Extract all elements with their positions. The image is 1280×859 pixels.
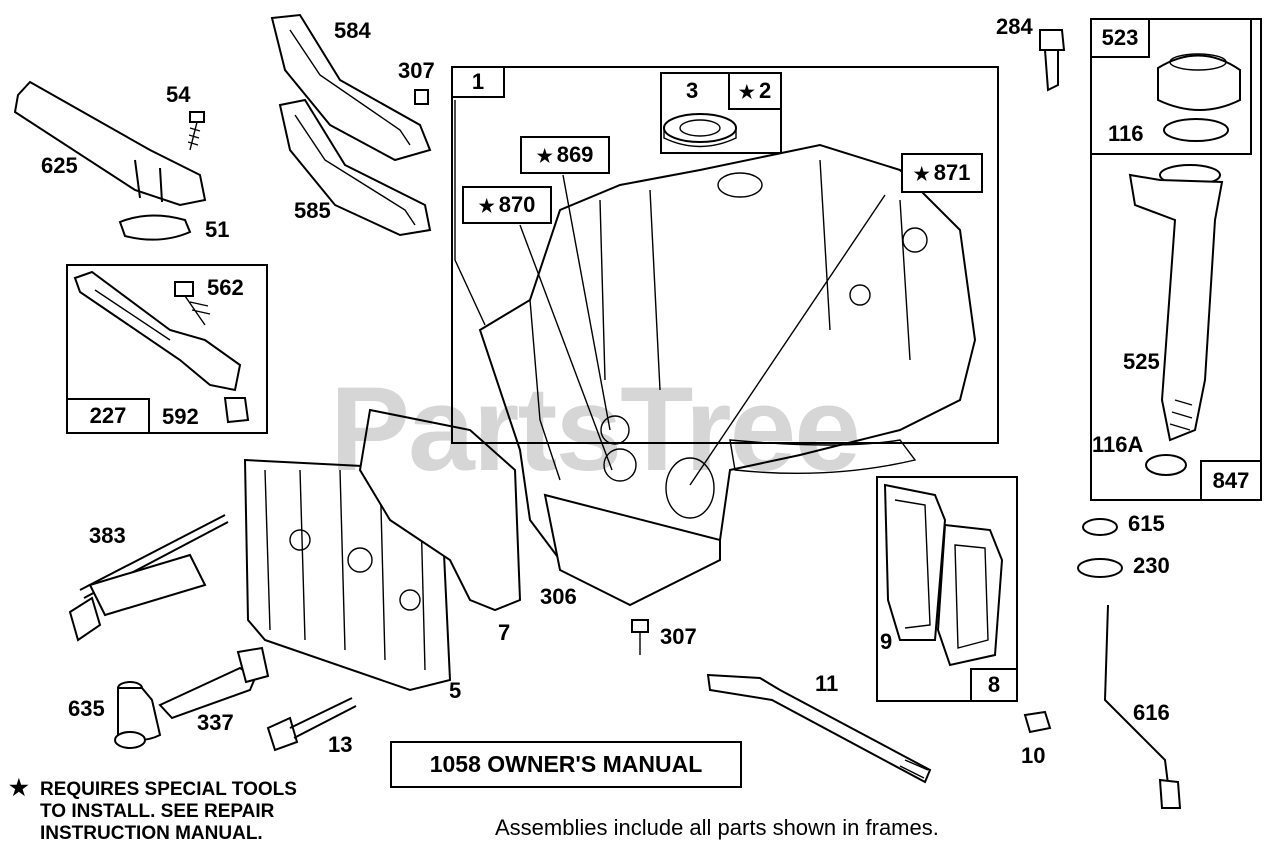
- tag-847: 847: [1200, 460, 1262, 501]
- part-616-drawing: [1103, 604, 1182, 809]
- tag-227: 227: [66, 398, 150, 434]
- part-11-drawing: [706, 673, 932, 784]
- note-line-2: TO INSTALL. SEE REPAIR: [40, 801, 275, 822]
- tag-869: 869: [520, 136, 610, 174]
- label-585: 585: [294, 198, 331, 223]
- part-585-drawing: [278, 98, 432, 237]
- part-615-drawing: [1082, 518, 1118, 536]
- tag-871-text: 871: [933, 160, 971, 185]
- label-592: 592: [162, 404, 199, 429]
- label-635: 635: [68, 696, 105, 721]
- frame-8: [876, 476, 1018, 702]
- label-51: 51: [205, 217, 230, 242]
- tag-523: 523: [1090, 18, 1150, 58]
- tag-870: 870: [462, 186, 552, 224]
- part-306-drawing: [543, 493, 721, 607]
- part-584-drawing: [270, 13, 432, 162]
- tag-869-text: 869: [556, 142, 594, 167]
- part-625-drawing: [13, 80, 207, 207]
- part-9-drawing: [883, 483, 947, 641]
- label-5: 5: [449, 678, 462, 703]
- note-line-1: REQUIRES SPECIAL TOOLS: [40, 779, 297, 800]
- leader-870: [519, 224, 613, 471]
- label-307-bottom: 307: [660, 624, 697, 649]
- assemblies-caption: Assemblies include all parts shown in fr…: [495, 815, 939, 840]
- part-116A-drawing: [1145, 454, 1187, 476]
- frame-3: [660, 72, 782, 154]
- watermark: PartsTree: [330, 362, 861, 496]
- label-383: 383: [89, 523, 126, 548]
- label-10: 10: [1021, 743, 1046, 768]
- frame-1: [451, 66, 999, 444]
- tag-2: 2: [728, 72, 782, 110]
- part-337-drawing: [158, 646, 270, 720]
- label-7: 7: [498, 620, 511, 645]
- label-616: 616: [1133, 700, 1170, 725]
- owners-manual-box: 1058 OWNER'S MANUAL: [390, 741, 742, 788]
- label-584: 584: [334, 18, 371, 43]
- leader-1: [454, 100, 486, 326]
- label-307-top: 307: [398, 58, 435, 83]
- label-306: 306: [540, 584, 577, 609]
- part-10-drawing: [1023, 710, 1052, 734]
- part-54-drawing: [187, 111, 205, 151]
- label-116: 116: [1108, 121, 1144, 146]
- part-227-drawing: [73, 270, 250, 424]
- leader-869: [562, 174, 611, 431]
- part-307-bottom-drawing: [631, 619, 649, 655]
- part-635-drawing: [114, 681, 162, 749]
- frame-227: [66, 264, 268, 434]
- part-523-drawing: [1157, 53, 1241, 111]
- tag-870-text: 870: [498, 192, 536, 217]
- part-525-drawing: [1128, 164, 1224, 442]
- label-284: 284: [996, 14, 1033, 39]
- part-8-drawing: [936, 523, 1004, 667]
- label-562: 562: [207, 275, 244, 300]
- label-9: 9: [880, 629, 893, 654]
- special-tools-note: REQUIRES SPECIAL TOOLS TO INSTALL. SEE R…: [40, 779, 297, 845]
- label-615: 615: [1128, 511, 1165, 536]
- label-11: 11: [815, 671, 839, 696]
- part-230-drawing: [1077, 558, 1123, 578]
- star-icon: ★: [9, 775, 29, 800]
- part-307-top-drawing: [414, 89, 429, 105]
- part-13-drawing: [266, 697, 357, 752]
- label-116A: 116A: [1092, 432, 1144, 457]
- frame-523: [1090, 18, 1252, 155]
- part-284-drawing: [1039, 29, 1066, 92]
- label-337: 337: [197, 710, 234, 735]
- tag-3: 3: [686, 78, 699, 103]
- label-625: 625: [41, 153, 78, 178]
- part-3-drawing: [663, 113, 737, 148]
- leader-871: [689, 194, 886, 486]
- tag-871: 871: [901, 153, 983, 193]
- label-54: 54: [166, 82, 191, 107]
- part-116-drawing: [1163, 118, 1229, 142]
- part-383-drawing: [68, 514, 229, 642]
- note-line-3: INSTRUCTION MANUAL.: [40, 823, 263, 844]
- label-13: 13: [328, 732, 353, 757]
- part-51-drawing: [118, 214, 192, 241]
- tag-2-text: 2: [758, 78, 772, 103]
- tag-1: 1: [451, 66, 505, 98]
- label-230: 230: [1133, 553, 1170, 578]
- part-7-drawing: [358, 408, 522, 612]
- label-525: 525: [1123, 349, 1160, 374]
- tag-8: 8: [970, 668, 1018, 702]
